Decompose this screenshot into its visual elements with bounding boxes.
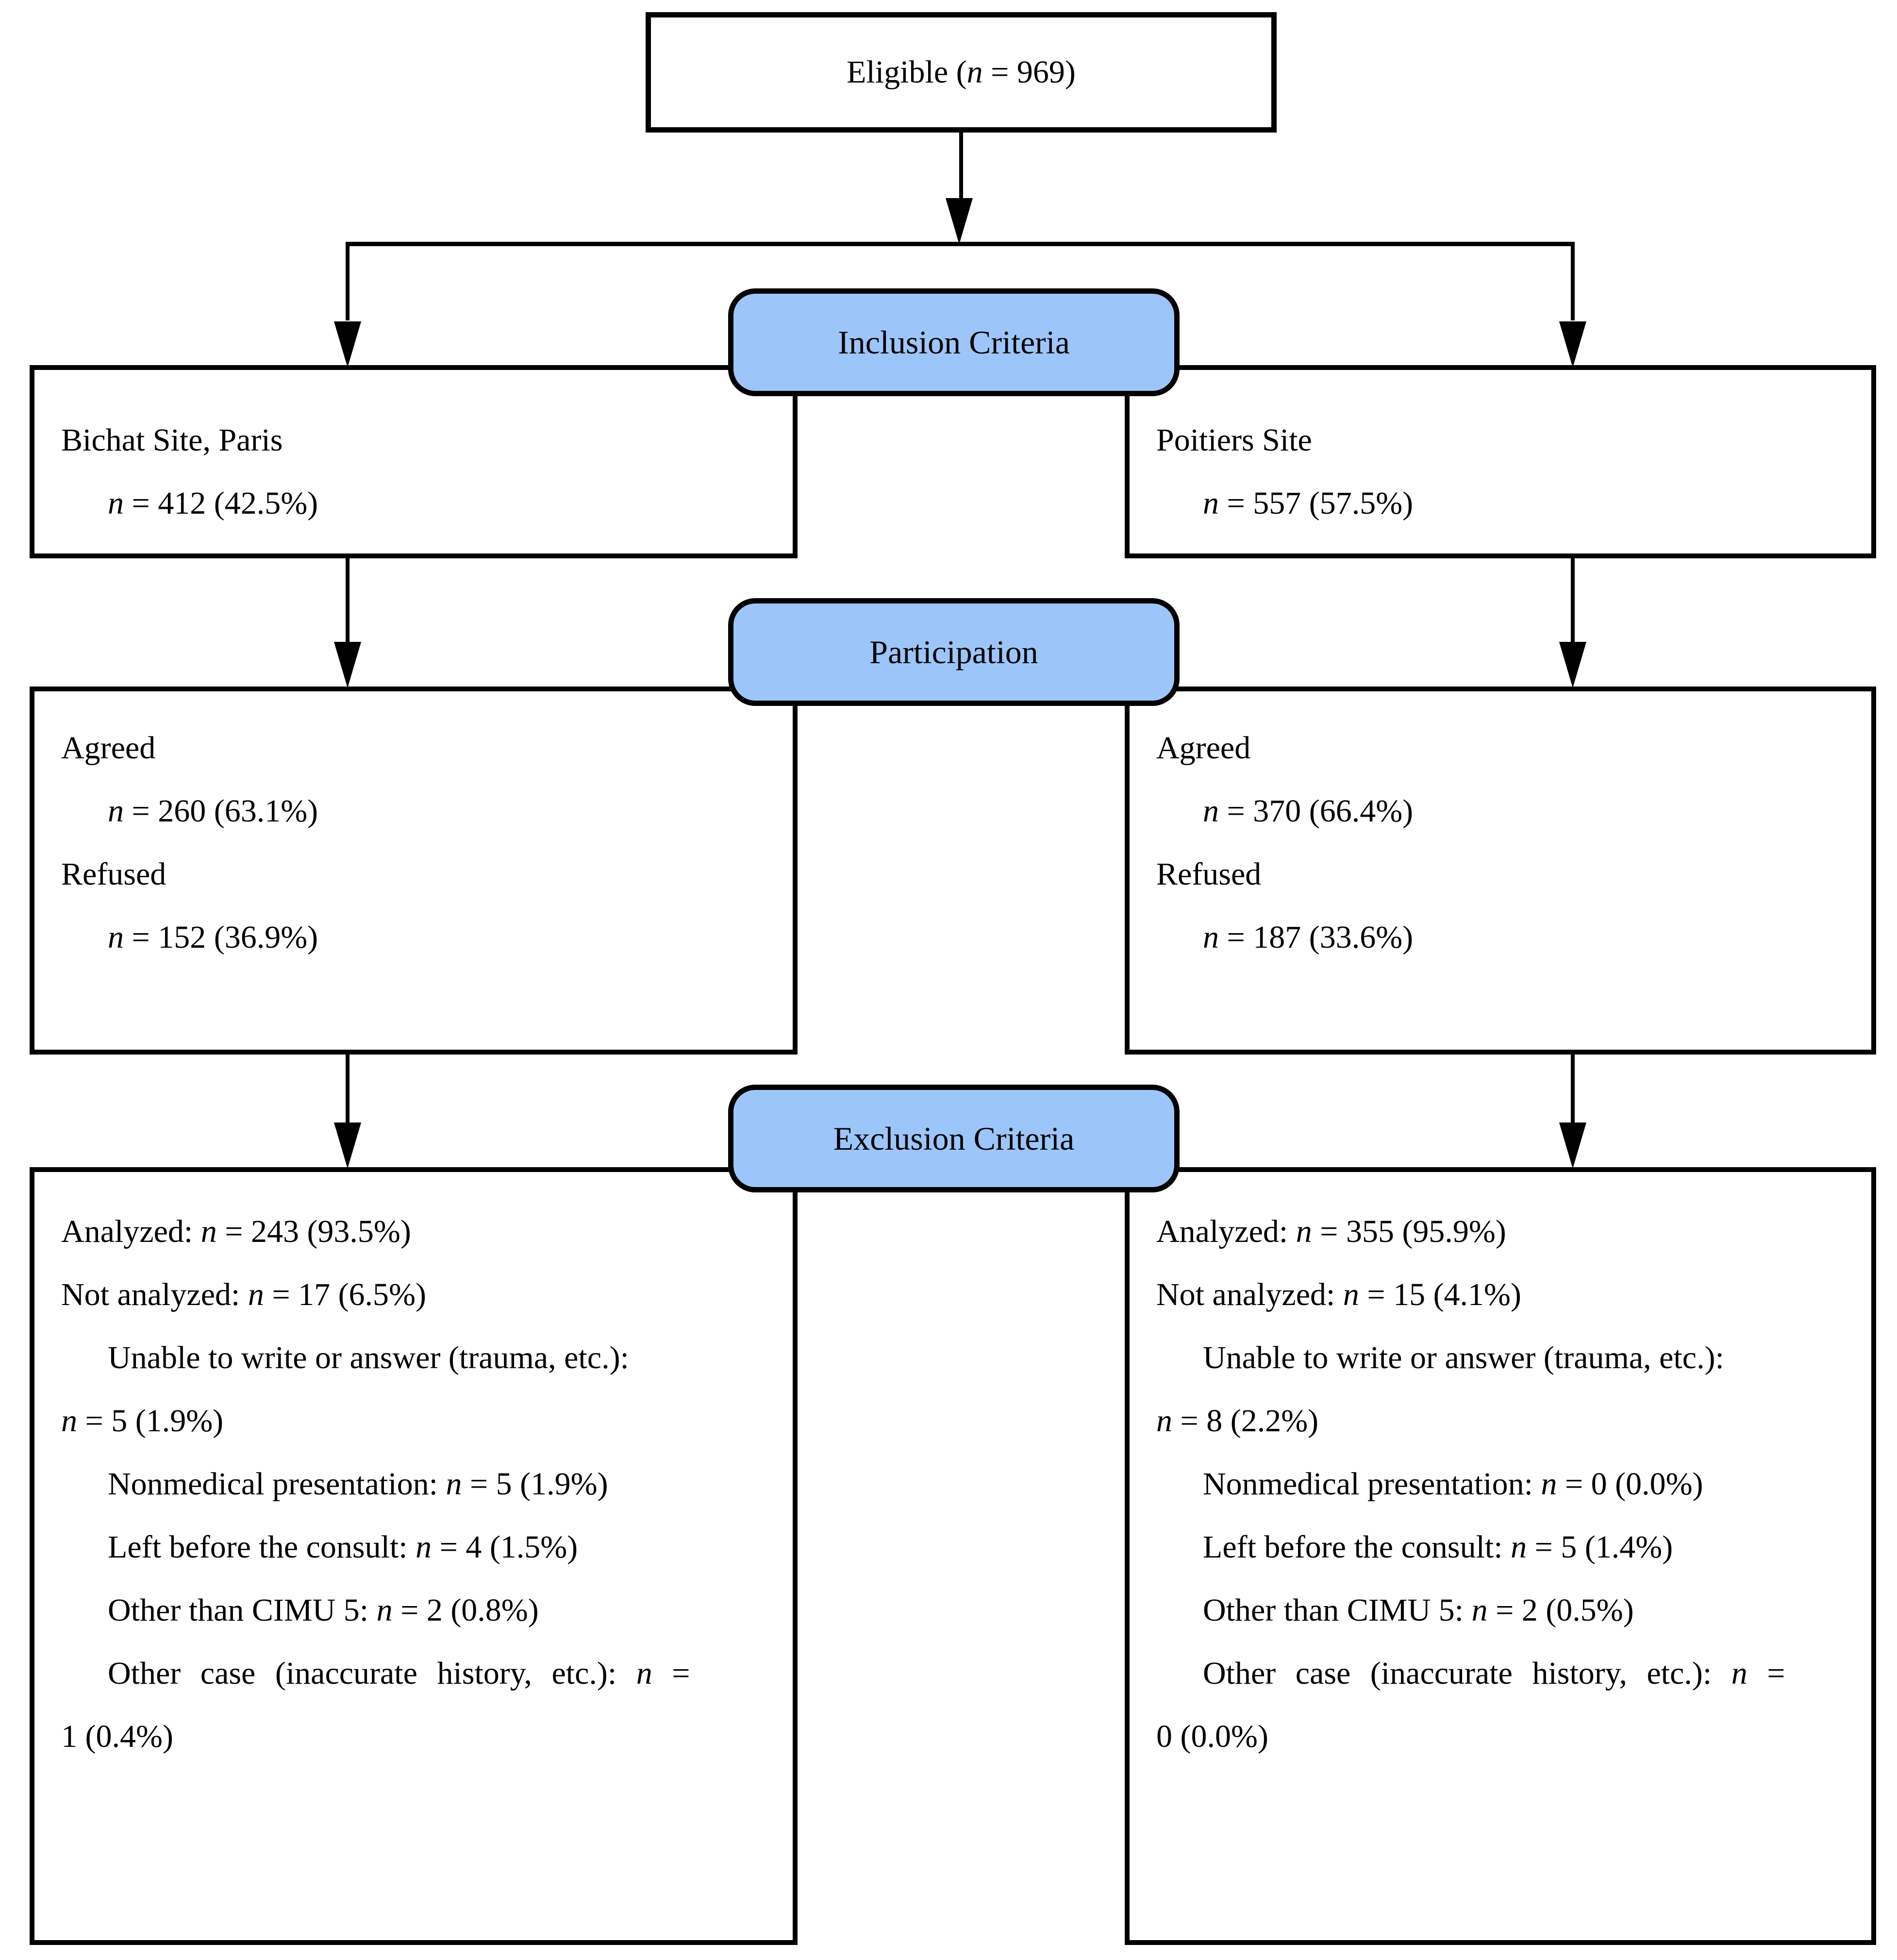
text-line: Agreed bbox=[61, 730, 156, 766]
bichat-site-box: Bichat Site, Paris n = 412 (42.5%) bbox=[30, 365, 798, 558]
bichat-exclusion-box: Analyzed: n = 243 (93.5%) Not analyzed: … bbox=[30, 1167, 798, 1945]
text-line: Agreed bbox=[1156, 730, 1251, 766]
right-drop-stem bbox=[1571, 245, 1575, 320]
left-drop-stem bbox=[346, 245, 349, 320]
text-line: n = 5 (1.9%) bbox=[61, 1403, 224, 1439]
right-site-to-participation-arrowhead-icon bbox=[1559, 642, 1586, 688]
left-participation-to-exclusion-arrowhead-icon bbox=[334, 1122, 361, 1169]
text-line: Left before the consult: n = 5 (1.4%) bbox=[1203, 1529, 1673, 1565]
text-line: Not analyzed: n = 17 (6.5%) bbox=[61, 1277, 427, 1312]
top-arrowhead-icon bbox=[946, 198, 973, 244]
participation-label: Participation bbox=[728, 598, 1180, 706]
text-line: Poitiers Site bbox=[1156, 422, 1312, 458]
text-line: Analyzed: n = 243 (93.5%) bbox=[61, 1214, 411, 1249]
splitter-line bbox=[346, 242, 1575, 246]
text-line: n = 187 (33.6%) bbox=[1203, 920, 1414, 955]
bichat-participation-box: Agreed n = 260 (63.1%) Refused n = 152 (… bbox=[30, 687, 798, 1055]
left-site-to-participation-arrowhead-icon bbox=[334, 642, 361, 688]
left-drop-arrowhead-icon bbox=[334, 321, 361, 368]
right-participation-to-exclusion-arrowhead-icon bbox=[1559, 1122, 1586, 1169]
text-line: Not analyzed: n = 15 (4.1%) bbox=[1156, 1277, 1522, 1312]
text-line: Unable to write or answer (trauma, etc.)… bbox=[108, 1340, 629, 1375]
text-line: Nonmedical presentation: n = 5 (1.9%) bbox=[108, 1466, 608, 1502]
text-line: Other case (inaccurate history, etc.): n… bbox=[108, 1656, 690, 1691]
right-participation-to-exclusion-stem bbox=[1571, 1055, 1575, 1125]
poitiers-site-box: Poitiers Site n = 557 (57.5%) bbox=[1125, 365, 1876, 558]
top-arrow-stem bbox=[959, 133, 963, 201]
eligible-label: Eligible (n = 969) bbox=[847, 54, 1076, 90]
poitiers-exclusion-box: Analyzed: n = 355 (95.9%) Not analyzed: … bbox=[1125, 1167, 1876, 1945]
left-site-to-participation-stem bbox=[346, 558, 349, 643]
text-line: 0 (0.0%) bbox=[1156, 1719, 1268, 1754]
inclusion-criteria-label: Inclusion Criteria bbox=[728, 288, 1180, 396]
text-line: 1 (0.4%) bbox=[61, 1719, 173, 1754]
text-line: Refused bbox=[61, 856, 166, 892]
left-participation-to-exclusion-stem bbox=[346, 1055, 349, 1125]
text-line: n = 260 (63.1%) bbox=[108, 793, 318, 829]
text-line: Nonmedical presentation: n = 0 (0.0%) bbox=[1203, 1466, 1703, 1502]
text-line: Refused bbox=[1156, 856, 1262, 892]
stage-label-text: Exclusion Criteria bbox=[833, 1120, 1075, 1157]
text-line: Bichat Site, Paris bbox=[61, 422, 283, 458]
eligible-box: Eligible (n = 969) bbox=[646, 12, 1277, 133]
text-line: Analyzed: n = 355 (95.9%) bbox=[1156, 1214, 1506, 1249]
text-line: Other than CIMU 5: n = 2 (0.8%) bbox=[108, 1592, 539, 1628]
text-line: Left before the consult: n = 4 (1.5%) bbox=[108, 1529, 578, 1565]
text-line: n = 152 (36.9%) bbox=[108, 920, 318, 955]
text-line: Unable to write or answer (trauma, etc.)… bbox=[1203, 1340, 1724, 1375]
poitiers-participation-box: Agreed n = 370 (66.4%) Refused n = 187 (… bbox=[1125, 687, 1876, 1055]
text-line: n = 557 (57.5%) bbox=[1203, 486, 1414, 521]
stage-label-text: Participation bbox=[869, 633, 1038, 670]
text-line: n = 8 (2.2%) bbox=[1156, 1403, 1319, 1439]
text-line: n = 412 (42.5%) bbox=[108, 486, 318, 521]
exclusion-criteria-label: Exclusion Criteria bbox=[728, 1085, 1180, 1192]
text-line: n = 370 (66.4%) bbox=[1203, 793, 1414, 829]
stage-label-text: Inclusion Criteria bbox=[838, 323, 1070, 361]
text-line: Other than CIMU 5: n = 2 (0.5%) bbox=[1203, 1592, 1634, 1628]
text-line: Other case (inaccurate history, etc.): n… bbox=[1203, 1656, 1785, 1691]
right-drop-arrowhead-icon bbox=[1559, 321, 1586, 368]
right-site-to-participation-stem bbox=[1571, 558, 1575, 643]
